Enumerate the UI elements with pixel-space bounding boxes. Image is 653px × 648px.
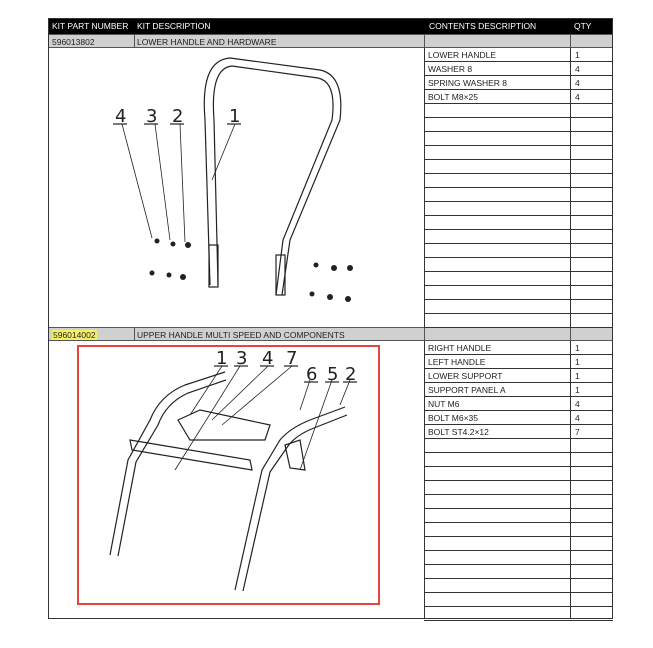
table-row: BOLT M6×35 4 (424, 411, 613, 425)
table-row (424, 216, 613, 230)
table-row (424, 286, 613, 300)
table-row (424, 593, 613, 607)
table-row (424, 118, 613, 132)
table-row: LEFT HANDLE 1 (424, 355, 613, 369)
content-description: SPRING WASHER 8 (428, 78, 508, 88)
content-description: NUT M6 (428, 399, 460, 409)
table-row (424, 565, 613, 579)
table-row (424, 453, 613, 467)
content-qty: 1 (575, 343, 580, 353)
table-row (424, 495, 613, 509)
callout-number: 4 (262, 348, 273, 369)
content-description: BOLT ST4.2×12 (428, 427, 489, 437)
callout-number: 1 (229, 106, 240, 127)
table-row (424, 551, 613, 565)
kit-description: LOWER HANDLE AND HARDWARE (137, 37, 277, 47)
content-description: BOLT M8×25 (428, 92, 479, 102)
callout-number: 3 (146, 106, 157, 127)
callout-number: 6 (306, 364, 317, 385)
table-row (424, 146, 613, 160)
kit-part-number-highlighted: 596014002 (52, 330, 97, 340)
table-row (424, 230, 613, 244)
table-row (424, 258, 613, 272)
header-kit-description: KIT DESCRIPTION (137, 21, 211, 31)
table-row (424, 607, 613, 621)
callout-number: 2 (345, 364, 356, 385)
table-header: KIT PART NUMBER KIT DESCRIPTION CONTENTS… (49, 19, 612, 34)
table-row (424, 174, 613, 188)
table-row (424, 537, 613, 551)
header-qty: QTY (574, 21, 592, 31)
callout-number: 1 (216, 348, 227, 369)
table-row: BOLT M8×25 4 (424, 90, 613, 104)
content-description: LEFT HANDLE (428, 357, 486, 367)
table-row (424, 523, 613, 537)
table-row (424, 300, 613, 314)
callout-number: 7 (286, 348, 297, 369)
content-qty: 4 (575, 92, 580, 102)
content-description: SUPPORT PANEL A (428, 385, 506, 395)
table-row: LOWER HANDLE 1 (424, 48, 613, 62)
highlight-box (77, 345, 380, 605)
content-qty: 4 (575, 64, 580, 74)
table-row (424, 439, 613, 453)
table-row: NUT M6 4 (424, 397, 613, 411)
table-row: WASHER 8 4 (424, 62, 613, 76)
callout-number: 3 (236, 348, 247, 369)
content-description: WASHER 8 (428, 64, 473, 74)
table-row (424, 481, 613, 495)
callout-number: 5 (327, 364, 338, 385)
kit-description: UPPER HANDLE MULTI SPEED AND COMPONENTS (137, 330, 345, 340)
kit-part-number: 596013802 (52, 37, 95, 47)
table-row: SUPPORT PANEL A 1 (424, 383, 613, 397)
table-row: BOLT ST4.2×12 7 (424, 425, 613, 439)
table-row: SPRING WASHER 8 4 (424, 76, 613, 90)
table-row (424, 272, 613, 286)
table-row (424, 132, 613, 146)
table-row (424, 244, 613, 258)
table-row: LOWER SUPPORT 1 (424, 369, 613, 383)
content-description: BOLT M6×35 (428, 413, 479, 423)
callout-number: 4 (115, 106, 126, 127)
table-row (424, 188, 613, 202)
table-row (424, 202, 613, 216)
kit-row-lower-handle: 596013802 LOWER HANDLE AND HARDWARE (49, 34, 612, 48)
content-qty: 7 (575, 427, 580, 437)
table-row: RIGHT HANDLE 1 (424, 341, 613, 355)
content-qty: 1 (575, 50, 580, 60)
kit-row-upper-handle: 596014002 UPPER HANDLE MULTI SPEED AND C… (49, 327, 612, 341)
table-row (424, 579, 613, 593)
content-description: LOWER HANDLE (428, 50, 497, 60)
content-qty: 4 (575, 399, 580, 409)
callout-number: 2 (172, 106, 183, 127)
content-qty: 1 (575, 371, 580, 381)
content-qty: 4 (575, 78, 580, 88)
content-qty: 1 (575, 357, 580, 367)
parts-table: KIT PART NUMBER KIT DESCRIPTION CONTENTS… (48, 18, 613, 621)
table-row (424, 104, 613, 118)
table-row (424, 314, 613, 328)
header-kit-part-number: KIT PART NUMBER (52, 21, 129, 31)
content-description: RIGHT HANDLE (428, 343, 492, 353)
content-qty: 1 (575, 385, 580, 395)
content-description: LOWER SUPPORT (428, 371, 503, 381)
header-contents-description: CONTENTS DESCRIPTION (429, 21, 537, 31)
table-row (424, 509, 613, 523)
table-row (424, 160, 613, 174)
content-qty: 4 (575, 413, 580, 423)
table-row (424, 467, 613, 481)
